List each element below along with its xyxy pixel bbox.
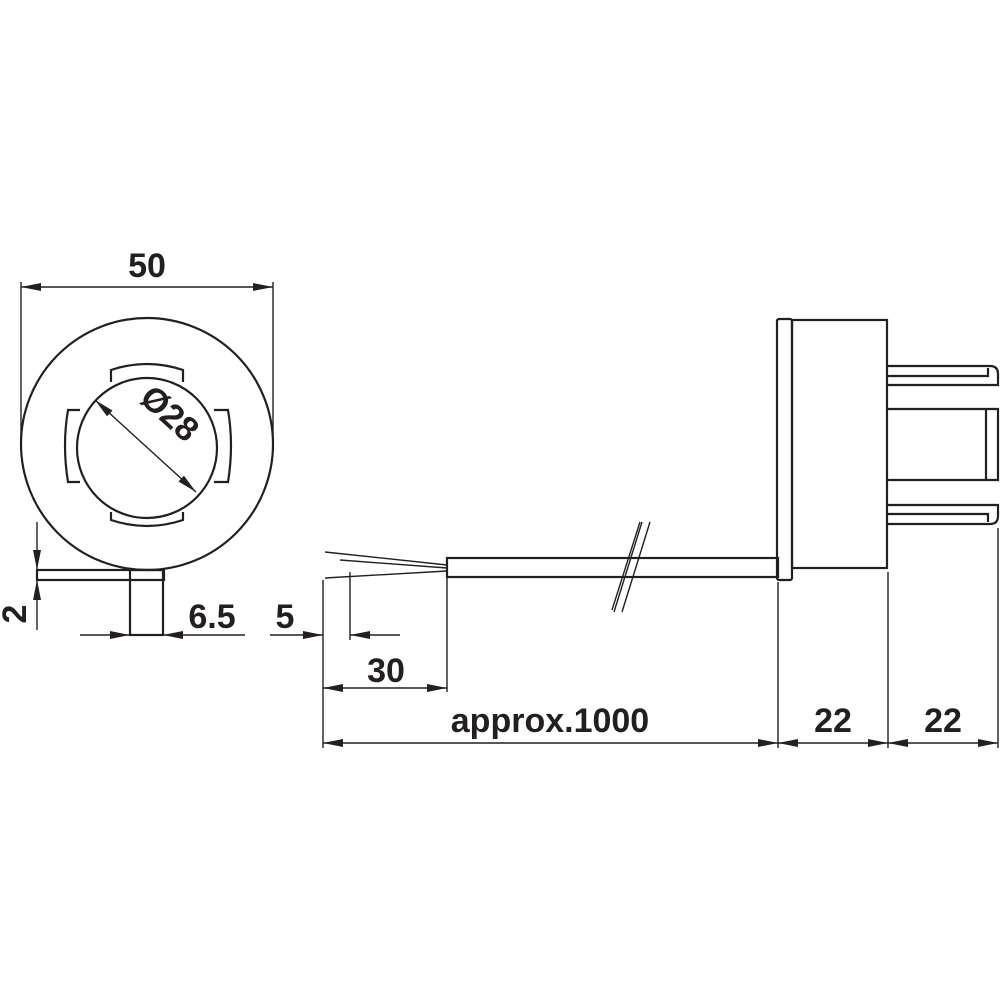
dimension-label-body-depth: 22 [814, 702, 852, 740]
tab-top [109, 362, 185, 382]
tab-bottom [109, 512, 185, 528]
inner-opening-circle [75, 376, 219, 520]
dimension-pin-width: 6.5 [80, 598, 245, 639]
mounting-pin [128, 568, 165, 637]
dimension-body-depth: 22 [778, 572, 889, 748]
dimension-wire-strip: 5 [270, 572, 400, 748]
contact-pin-bottom [887, 503, 1000, 526]
dimension-label-pin-length: 22 [924, 702, 962, 740]
tab-left [63, 408, 80, 484]
body [790, 318, 889, 570]
front-view [19, 316, 275, 637]
dimension-pin-length: 22 [888, 528, 999, 748]
contact-pin-top [887, 364, 1000, 387]
dimension-label-width: 50 [128, 247, 166, 285]
dimension-wire-sheath: 30 [323, 578, 448, 692]
side-view [775, 317, 1000, 582]
dimension-label-wire-strip: 5 [276, 598, 295, 636]
outer-housing-circle [19, 316, 275, 572]
cable [324, 521, 780, 613]
dimension-cable-length: approx.1000 [323, 582, 779, 748]
dimension-base-thickness: 2 [0, 522, 41, 630]
base-plate [35, 568, 166, 582]
dimension-label-base-thickness: 2 [0, 605, 34, 624]
tab-right [214, 408, 233, 484]
dimension-label-wire-sheath: 30 [367, 652, 405, 690]
contact-pin-middle [887, 407, 1000, 482]
dimension-diameter: Ø28 [94, 378, 206, 493]
dimension-label-diameter: Ø28 [133, 378, 206, 449]
dimension-label-cable-length: approx.1000 [451, 702, 649, 740]
flange [775, 317, 794, 582]
dimension-label-pin-width: 6.5 [188, 598, 235, 636]
dimension-width: 50 [20, 247, 274, 444]
